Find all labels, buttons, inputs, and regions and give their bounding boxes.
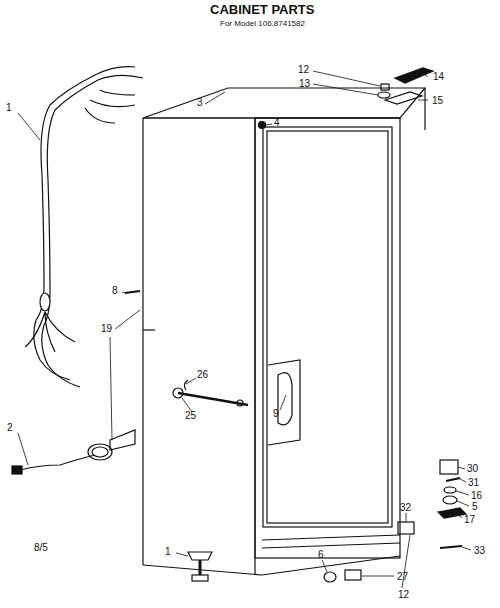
callout-number: 19 <box>101 323 112 334</box>
callout-number: 12 <box>298 64 309 75</box>
drain-tube <box>178 393 248 405</box>
power-cord <box>12 444 112 474</box>
top-hinge <box>378 68 433 104</box>
cabinet-top <box>143 88 425 118</box>
callout-number: 1 <box>165 546 171 557</box>
callout-number: 5 <box>472 501 478 512</box>
callout-number: 26 <box>197 369 208 380</box>
callout-number: 31 <box>468 477 479 488</box>
cabinet-opening <box>263 127 392 527</box>
leveling-leg <box>188 552 212 581</box>
drain-part <box>278 373 292 425</box>
diagram-title: CABINET PARTS <box>210 3 314 17</box>
callout-number: 4 <box>274 117 280 128</box>
model-subtitle: For Model 106.8741582 <box>220 19 305 28</box>
callout-number: 27 <box>397 571 408 582</box>
callout-number: 8 <box>112 285 118 296</box>
wire-harness <box>25 67 143 387</box>
bottom-hinge <box>345 460 466 580</box>
callout-number: 2 <box>7 422 13 433</box>
cabinet-front-frame <box>255 118 400 558</box>
leg-cap <box>324 572 336 582</box>
callout-number: 12 <box>398 589 409 600</box>
callout-number: 25 <box>185 410 196 421</box>
drain-trough <box>268 360 300 445</box>
callout-number: 30 <box>467 463 478 474</box>
callout-number: 16 <box>471 490 482 501</box>
callout-number: 6 <box>318 549 324 560</box>
callout-number: 9 <box>273 408 279 419</box>
cord-clamp <box>110 430 135 450</box>
leader-lines <box>18 71 471 588</box>
callout-number: 33 <box>474 545 485 556</box>
callout-number: 14 <box>433 71 444 82</box>
callout-number: 1 <box>6 102 12 113</box>
callout-number: 3 <box>197 97 203 108</box>
callout-number: 15 <box>432 95 443 106</box>
callout-number: 32 <box>400 502 411 513</box>
callout-number: 17 <box>464 514 475 525</box>
page-note: 8/5 <box>34 542 48 553</box>
callout-number: 13 <box>299 78 310 89</box>
